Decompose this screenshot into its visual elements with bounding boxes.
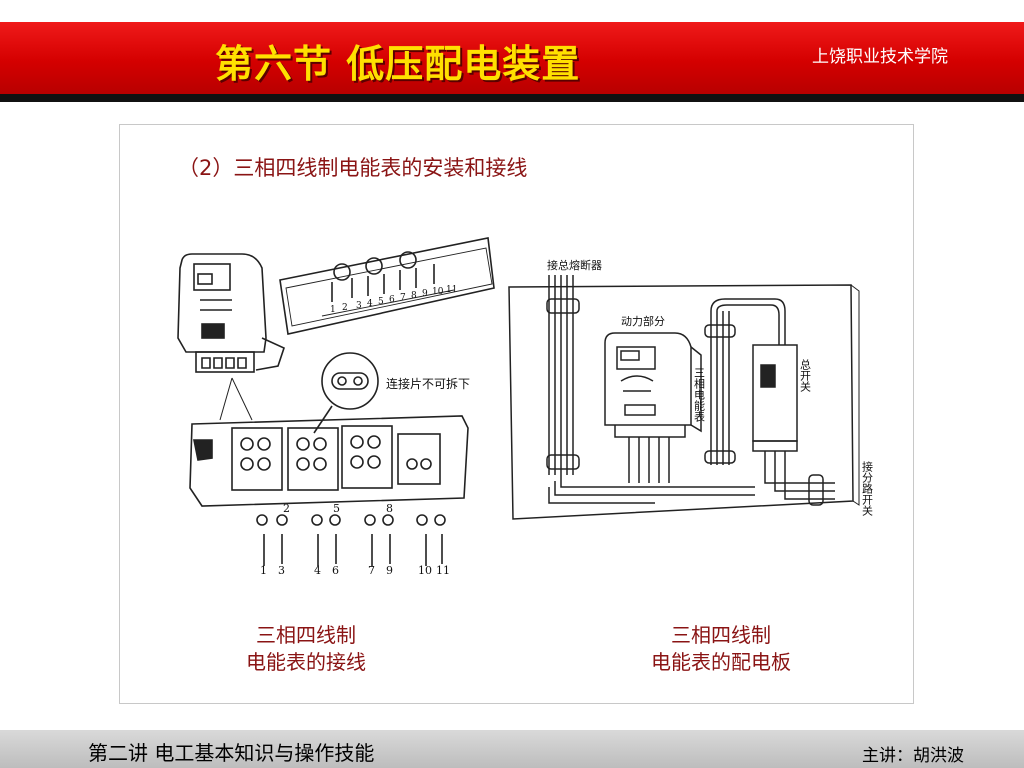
header-bar <box>0 22 1024 94</box>
bottom-number-6: 6 <box>332 564 339 577</box>
header-divider <box>0 94 1024 102</box>
left-figure-caption: 三相四线制 电能表的接线 <box>226 622 386 676</box>
label-main-switch: 总开关 <box>799 358 812 393</box>
slide-subtitle: （2）三相四线制电能表的安装和接线 <box>178 156 528 180</box>
right-figure-caption: 三相四线制 电能表的配电板 <box>630 622 812 676</box>
connector-note: 连接片不可拆下 <box>386 376 470 391</box>
bottom-number-7: 7 <box>368 564 375 577</box>
bottom-number-10: 10 <box>418 564 432 577</box>
left-caption-line2: 电能表的接线 <box>246 650 366 674</box>
top-terminal-10: 10 <box>432 287 444 297</box>
bottom-number-1: 1 <box>260 564 267 577</box>
right-caption-line2: 电能表的配电板 <box>651 650 791 674</box>
bottom-number-11: 11 <box>436 564 450 577</box>
meter-wiring-diagram: 连接片不可拆下 2 5 8 1 3 4 6 7 9 10 11 1 2 3 4 … <box>177 237 495 577</box>
right-caption-line1: 三相四线制 <box>671 623 771 647</box>
top-terminal-8: 8 <box>411 291 417 301</box>
left-caption-line1: 三相四线制 <box>256 623 356 647</box>
bottom-number-8: 8 <box>386 502 393 515</box>
footer-bar <box>0 730 1024 768</box>
school-name: 上饶职业技术学院 <box>812 47 948 67</box>
top-terminal-1: 1 <box>330 305 336 315</box>
bottom-number-9: 9 <box>386 564 393 577</box>
top-terminal-9: 9 <box>422 289 428 299</box>
top-terminal-2: 2 <box>342 303 348 313</box>
label-branch-switch: 接分路开关 <box>861 461 874 517</box>
lecturer-name: 主讲：胡洪波 <box>862 746 964 766</box>
label-power-section: 动力部分 <box>621 314 665 328</box>
bottom-number-5: 5 <box>333 502 340 515</box>
top-terminal-7: 7 <box>400 293 406 303</box>
top-terminal-11: 11 <box>446 285 457 295</box>
lecture-title: 第二讲 电工基本知识与操作技能 <box>88 741 375 765</box>
top-terminal-4: 4 <box>367 299 373 309</box>
top-terminal-6: 6 <box>389 295 395 305</box>
label-meter: 三相电能表 <box>693 367 706 423</box>
top-terminal-3: 3 <box>356 301 362 311</box>
top-terminal-5: 5 <box>378 297 384 307</box>
label-main-fuse: 接总熔断器 <box>547 258 602 272</box>
bottom-number-3: 3 <box>278 564 285 577</box>
bottom-number-2: 2 <box>283 502 290 515</box>
distribution-board-diagram: 接总熔断器 动力部分 三相电能表 总开关 接分路开关 <box>508 258 874 520</box>
page-title: 第六节 低压配电装置 <box>215 42 581 86</box>
bottom-number-4: 4 <box>314 564 321 577</box>
content-panel <box>119 124 914 704</box>
